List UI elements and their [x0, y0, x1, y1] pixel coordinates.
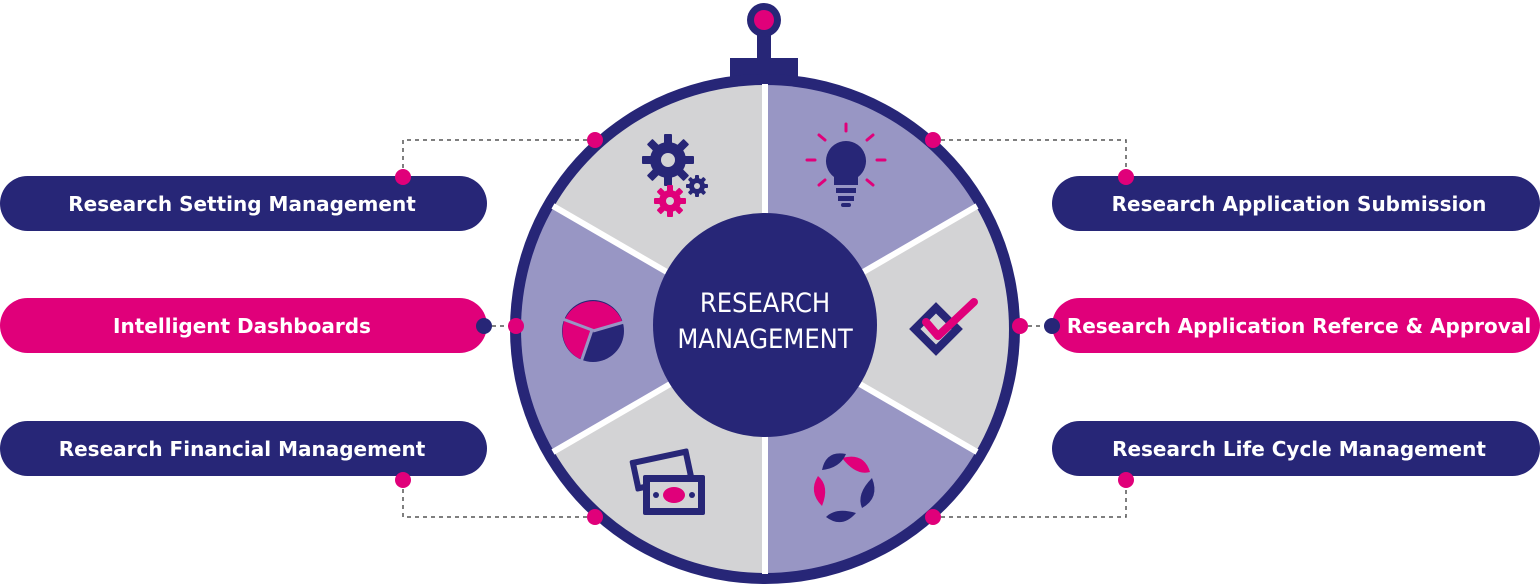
connector-lifecycle [933, 480, 1127, 518]
segment-right [765, 207, 1009, 451]
gears-icon [642, 134, 708, 217]
ring-dot-top-right [925, 132, 941, 148]
module-label-setting: Research Setting Management [68, 192, 416, 216]
module-pill-setting[interactable]: Research Setting Management [0, 169, 487, 231]
stopwatch-knob [730, 3, 798, 78]
module-label-dashboards: Intelligent Dashboards [113, 314, 371, 338]
module-pill-dashboards[interactable]: Intelligent Dashboards [0, 298, 492, 353]
module-label-approval: Research Application Referce & Approval [1067, 314, 1531, 338]
ring-dots [508, 132, 1028, 525]
ring-dot-bottom-right [925, 509, 941, 525]
connector-financial [402, 480, 595, 518]
money-icon [629, 448, 705, 515]
module-pill-approval[interactable]: Research Application Referce & Approval [1044, 298, 1540, 353]
ring-dot-bottom-left [587, 509, 603, 525]
ring-dot-top-left [587, 132, 603, 148]
center-hub [653, 213, 877, 437]
module-pill-lifecycle[interactable]: Research Life Cycle Management [1052, 421, 1540, 488]
center-title-line2: MANAGEMENT [677, 324, 853, 355]
module-pill-financial[interactable]: Research Financial Management [0, 421, 487, 488]
lightbulb-icon [805, 122, 887, 207]
segment-left [521, 207, 765, 451]
module-label-financial: Research Financial Management [59, 437, 426, 461]
module-label-submission: Research Application Submission [1112, 192, 1487, 216]
ring-dot-right [1012, 318, 1028, 334]
ring-dot-left [508, 318, 524, 334]
module-pill-submission[interactable]: Research Application Submission [1052, 169, 1540, 231]
center-title-line1: RESEARCH [700, 288, 830, 319]
pie-chart-icon [559, 300, 625, 363]
module-label-lifecycle: Research Life Cycle Management [1112, 437, 1486, 461]
connector-submission [933, 139, 1127, 177]
cycle-icon [813, 453, 875, 523]
connector-setting [402, 139, 595, 177]
